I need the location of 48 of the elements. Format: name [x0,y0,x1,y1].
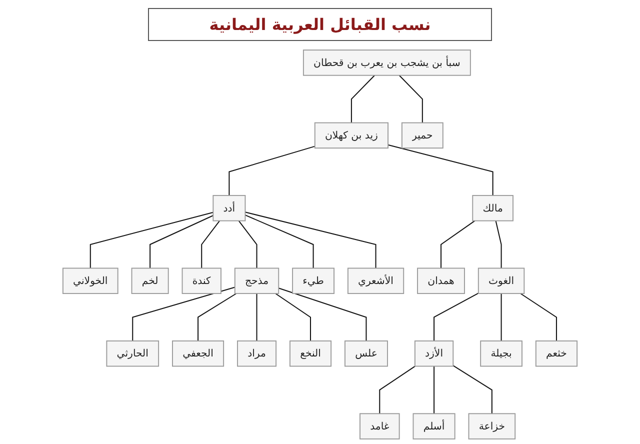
node-box: مراد [237,340,277,367]
title: نسب القبائل العربية اليمانية [148,8,492,41]
node-box: علس [344,340,388,367]
connector [201,220,220,268]
connector [350,75,375,123]
connector [434,366,435,414]
node-box: الغوث [478,268,525,294]
connector [275,293,311,341]
connector [398,75,423,123]
connector [245,214,314,268]
node-box: الخولاني [62,268,118,294]
node-box: الأشعري [347,268,404,294]
node-box: مذحج [234,268,280,294]
node-box: الأزد [414,340,454,367]
connector [495,220,502,268]
node-box: همدان [417,268,465,294]
connector [500,294,502,341]
connector [256,294,258,341]
connector [434,292,479,341]
connector [452,365,492,414]
connector [132,286,236,341]
connector [278,288,367,341]
node-box: لخم [131,268,169,294]
connector [238,220,258,268]
node-box: سبأ بن يشجب بن يعرب بن قحطان [302,50,471,76]
connector [228,146,316,196]
node-box: زيد بن كهلان [314,122,388,149]
node-box: الجعفي [172,340,224,367]
node-box: كندة [182,268,222,294]
node-box: غامد [360,413,400,440]
node-box: حمير [401,122,444,149]
node-box: مالك [472,195,514,222]
node-box: أدد [212,195,246,222]
connector [440,220,476,268]
node-box: خزاعة [468,413,516,440]
node-box: خثعم [535,340,578,367]
connector [245,212,376,268]
node-box: النخع [289,340,332,367]
node-box: بجيلة [480,340,522,367]
connector [90,212,214,268]
node-box: أسلم [412,413,456,440]
node-box: الحارثي [106,340,160,367]
node-box: طيء [292,268,334,294]
connector [379,366,416,414]
connector [150,215,214,268]
connector [520,293,557,341]
connector [198,293,237,341]
connector [388,144,494,196]
